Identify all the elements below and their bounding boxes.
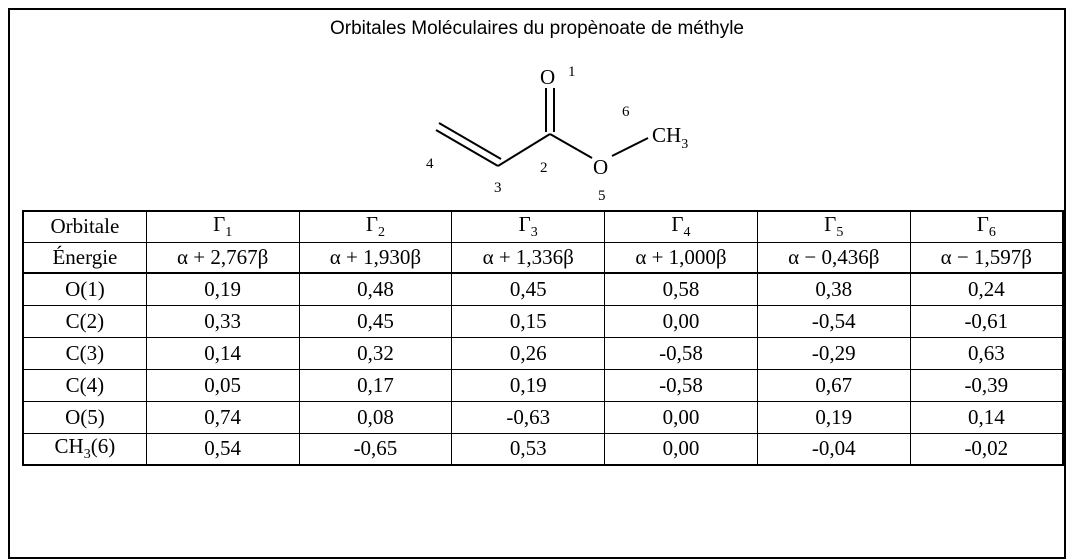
- orbital-table: Orbitale Γ1 Γ2 Γ3 Γ4 Γ5 Γ6 Énergie α + 2…: [21, 210, 1064, 466]
- methyl-propenoate-structure: O O CH3 1 2 3 4 5 6: [426, 64, 688, 204]
- coefficient-cell: -0,58: [604, 368, 758, 402]
- orbital-gamma-3: Γ3: [451, 210, 606, 243]
- coefficient-cell: 0,58: [604, 272, 758, 306]
- table-row: C(4) 0,05 0,17 0,19 -0,58 0,67 -0,39: [21, 368, 1064, 402]
- group-ch3-sub: 3: [681, 137, 688, 152]
- coefficient-cell: -0,63: [451, 400, 606, 434]
- coefficient-cell: -0,61: [909, 304, 1064, 338]
- table-row: O(1) 0,19 0,48 0,45 0,58 0,38 0,24: [21, 272, 1064, 306]
- energy-cell: α + 1,336β: [451, 241, 606, 274]
- figure-frame: Orbitales Moléculaires du propènoate de …: [8, 8, 1066, 559]
- energy-cell: α + 1,000β: [604, 241, 758, 274]
- coefficient-cell: 0,26: [451, 336, 606, 370]
- coefficient-cell: 0,00: [604, 400, 758, 434]
- orbital-gamma-2: Γ2: [298, 210, 453, 243]
- coefficient-cell: -0,04: [756, 432, 911, 466]
- coefficient-cell: 0,54: [145, 432, 300, 466]
- coefficient-cell: 0,00: [604, 304, 758, 338]
- coefficient-cell: 0,14: [145, 336, 300, 370]
- group-ch3: CH3: [652, 123, 688, 152]
- coefficient-cell: 0,33: [145, 304, 300, 338]
- atom-number-5: 5: [598, 188, 606, 204]
- coefficient-cell: -0,39: [909, 368, 1064, 402]
- bond-c4-c3-double: [438, 122, 502, 160]
- atom-number-4: 4: [426, 156, 434, 172]
- atom-o1: O: [540, 65, 555, 89]
- coefficient-cell: -0,58: [604, 336, 758, 370]
- atom-number-6: 6: [622, 104, 630, 120]
- orbital-header-label: Orbitale: [21, 210, 147, 243]
- coefficient-cell: -0,54: [756, 304, 911, 338]
- bond-c2-o5: [549, 133, 593, 159]
- coefficient-cell: 0,14: [909, 400, 1064, 434]
- orbital-gamma-1: Γ1: [145, 210, 300, 243]
- energy-cell: α − 1,597β: [909, 241, 1064, 274]
- coefficient-cell: 0,67: [756, 368, 911, 402]
- coefficient-cell: 0,38: [756, 272, 911, 306]
- table-row: O(5) 0,74 0,08 -0,63 0,00 0,19 0,14: [21, 400, 1064, 434]
- coefficient-cell: 0,48: [298, 272, 453, 306]
- energy-label: Énergie: [21, 241, 147, 274]
- coefficient-cell: 0,63: [909, 336, 1064, 370]
- atom-number-2: 2: [540, 160, 548, 176]
- energy-cell: α − 0,436β: [756, 241, 911, 274]
- atom-label-ch3: CH3(6): [21, 432, 147, 466]
- bond-o5-c6: [611, 137, 649, 157]
- orbital-gamma-4: Γ4: [604, 210, 758, 243]
- coefficient-cell: 0,45: [298, 304, 453, 338]
- bond-c4-c3: [435, 129, 499, 167]
- coefficient-cell: -0,29: [756, 336, 911, 370]
- table-row: C(2) 0,33 0,45 0,15 0,00 -0,54 -0,61: [21, 304, 1064, 338]
- coefficient-cell: 0,05: [145, 368, 300, 402]
- coefficient-cell: 0,24: [909, 272, 1064, 306]
- coefficient-cell: 0,08: [298, 400, 453, 434]
- orbital-gamma-5: Γ5: [756, 210, 911, 243]
- coefficient-cell: 0,45: [451, 272, 606, 306]
- coefficient-cell: 0,15: [451, 304, 606, 338]
- coefficient-cell: 0,19: [145, 272, 300, 306]
- energy-cell: α + 2,767β: [145, 241, 300, 274]
- orbital-gamma-6: Γ6: [909, 210, 1064, 243]
- coefficient-cell: 0,32: [298, 336, 453, 370]
- coefficient-cell: 0,17: [298, 368, 453, 402]
- table-row: C(3) 0,14 0,32 0,26 -0,58 -0,29 0,63: [21, 336, 1064, 370]
- atom-number-3: 3: [494, 180, 502, 196]
- coefficient-cell: 0,74: [145, 400, 300, 434]
- coefficient-cell: 0,00: [604, 432, 758, 466]
- table-row: CH3(6) 0,54 -0,65 0,53 0,00 -0,04 -0,02: [21, 432, 1064, 466]
- atom-o5: O: [593, 155, 608, 179]
- atom-label: C(4): [21, 368, 147, 402]
- coefficient-cell: -0,02: [909, 432, 1064, 466]
- group-ch3-main: CH: [652, 123, 681, 147]
- atom-label: O(5): [21, 400, 147, 434]
- atom-label: C(2): [21, 304, 147, 338]
- energy-row: Énergie α + 2,767β α + 1,930β α + 1,336β…: [21, 241, 1064, 274]
- atom-number-1: 1: [568, 64, 576, 80]
- coefficient-cell: 0,19: [451, 368, 606, 402]
- energy-cell: α + 1,930β: [298, 241, 453, 274]
- atom-label: O(1): [21, 272, 147, 306]
- bond-c3-c2: [497, 133, 551, 167]
- orbital-header-row: Orbitale Γ1 Γ2 Γ3 Γ4 Γ5 Γ6: [21, 210, 1064, 243]
- coefficient-cell: 0,19: [756, 400, 911, 434]
- page-title: Orbitales Moléculaires du propènoate de …: [329, 18, 744, 39]
- coefficient-cell: -0,65: [298, 432, 453, 466]
- atom-label: C(3): [21, 336, 147, 370]
- coefficient-cell: 0,53: [451, 432, 606, 466]
